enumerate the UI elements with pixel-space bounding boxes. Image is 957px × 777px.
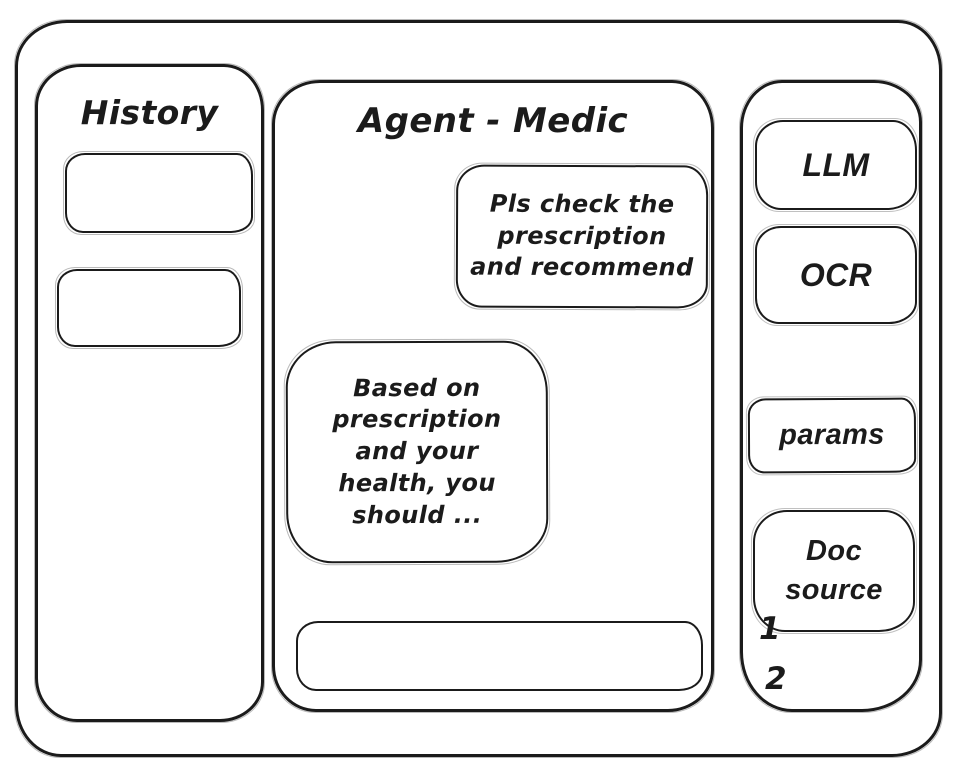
history-panel: History	[34, 63, 265, 723]
tools-panel: LLM OCR params Doc source 1 2	[739, 79, 923, 713]
history-item[interactable]	[55, 267, 243, 349]
chat-title: Agent - Medic	[357, 101, 629, 141]
message-input[interactable]	[296, 621, 703, 691]
doc-source-item-2[interactable]: 2	[765, 661, 787, 697]
tool-ocr-button[interactable]: OCR	[753, 224, 919, 326]
tool-params-button[interactable]: params	[747, 397, 917, 474]
user-message-bubble: Pls check the prescription and recommend	[455, 164, 709, 309]
doc-source-item-1[interactable]: 1	[759, 611, 781, 647]
assistant-message-bubble: Based on prescription and your health, y…	[285, 340, 549, 564]
chat-panel: Agent - Medic Pls check the prescription…	[271, 79, 715, 713]
history-title: History	[80, 93, 219, 132]
history-item[interactable]	[63, 151, 255, 235]
tool-llm-button[interactable]: LLM	[753, 118, 919, 212]
